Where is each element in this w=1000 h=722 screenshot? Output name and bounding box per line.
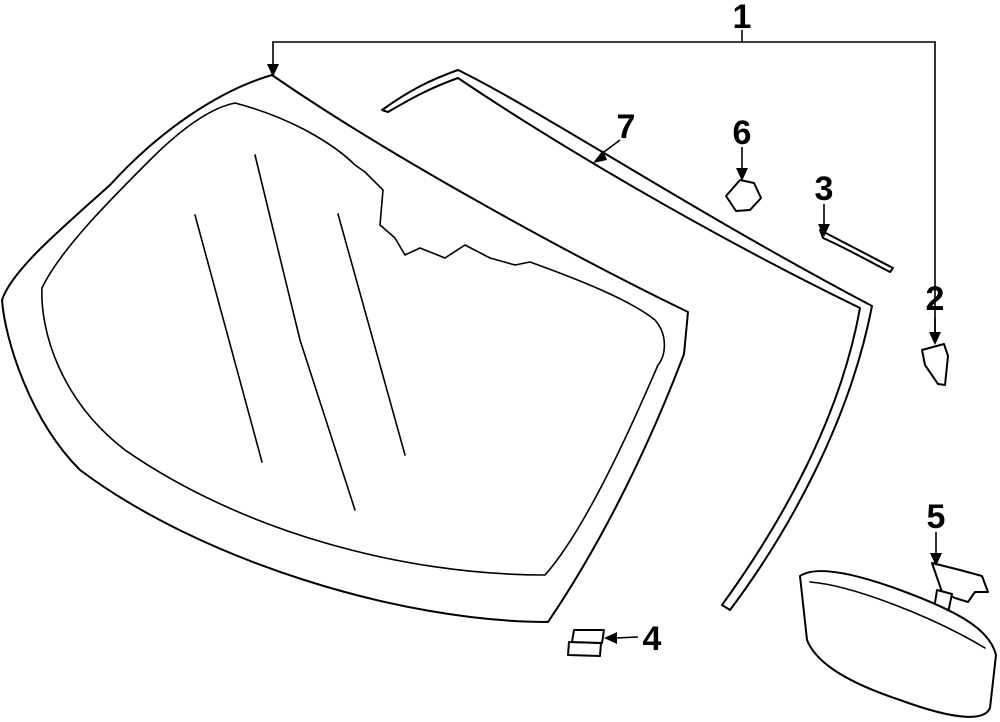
arrow-4 (604, 632, 617, 644)
pad[interactable] (725, 179, 762, 212)
callout-2: 2 (926, 280, 945, 318)
arrow-7 (593, 150, 607, 163)
windshield-glass[interactable] (1, 74, 689, 623)
arrow-2 (929, 332, 941, 345)
arrow-heads (267, 64, 942, 644)
leader-1 (272, 30, 743, 66)
callout-3: 3 (815, 170, 834, 208)
arrow-1 (267, 64, 279, 77)
callout-7: 7 (617, 108, 636, 146)
callout-5: 5 (927, 498, 946, 536)
clip[interactable] (921, 343, 949, 386)
leader-4 (615, 636, 639, 639)
bracket[interactable] (567, 629, 605, 657)
leader-1-right (742, 41, 936, 332)
rear-view-mirror[interactable] (799, 562, 997, 718)
callout-1: 1 (733, 0, 752, 36)
side-molding[interactable] (819, 229, 894, 273)
arrow-6 (736, 168, 748, 181)
arrow-5 (930, 553, 942, 566)
callout-6: 6 (733, 114, 752, 152)
arrow-3 (818, 224, 830, 237)
callout-4: 4 (643, 620, 662, 658)
callout-labels: 1 6 7 3 2 5 4 (617, 0, 946, 658)
reveal-molding[interactable] (381, 69, 873, 611)
